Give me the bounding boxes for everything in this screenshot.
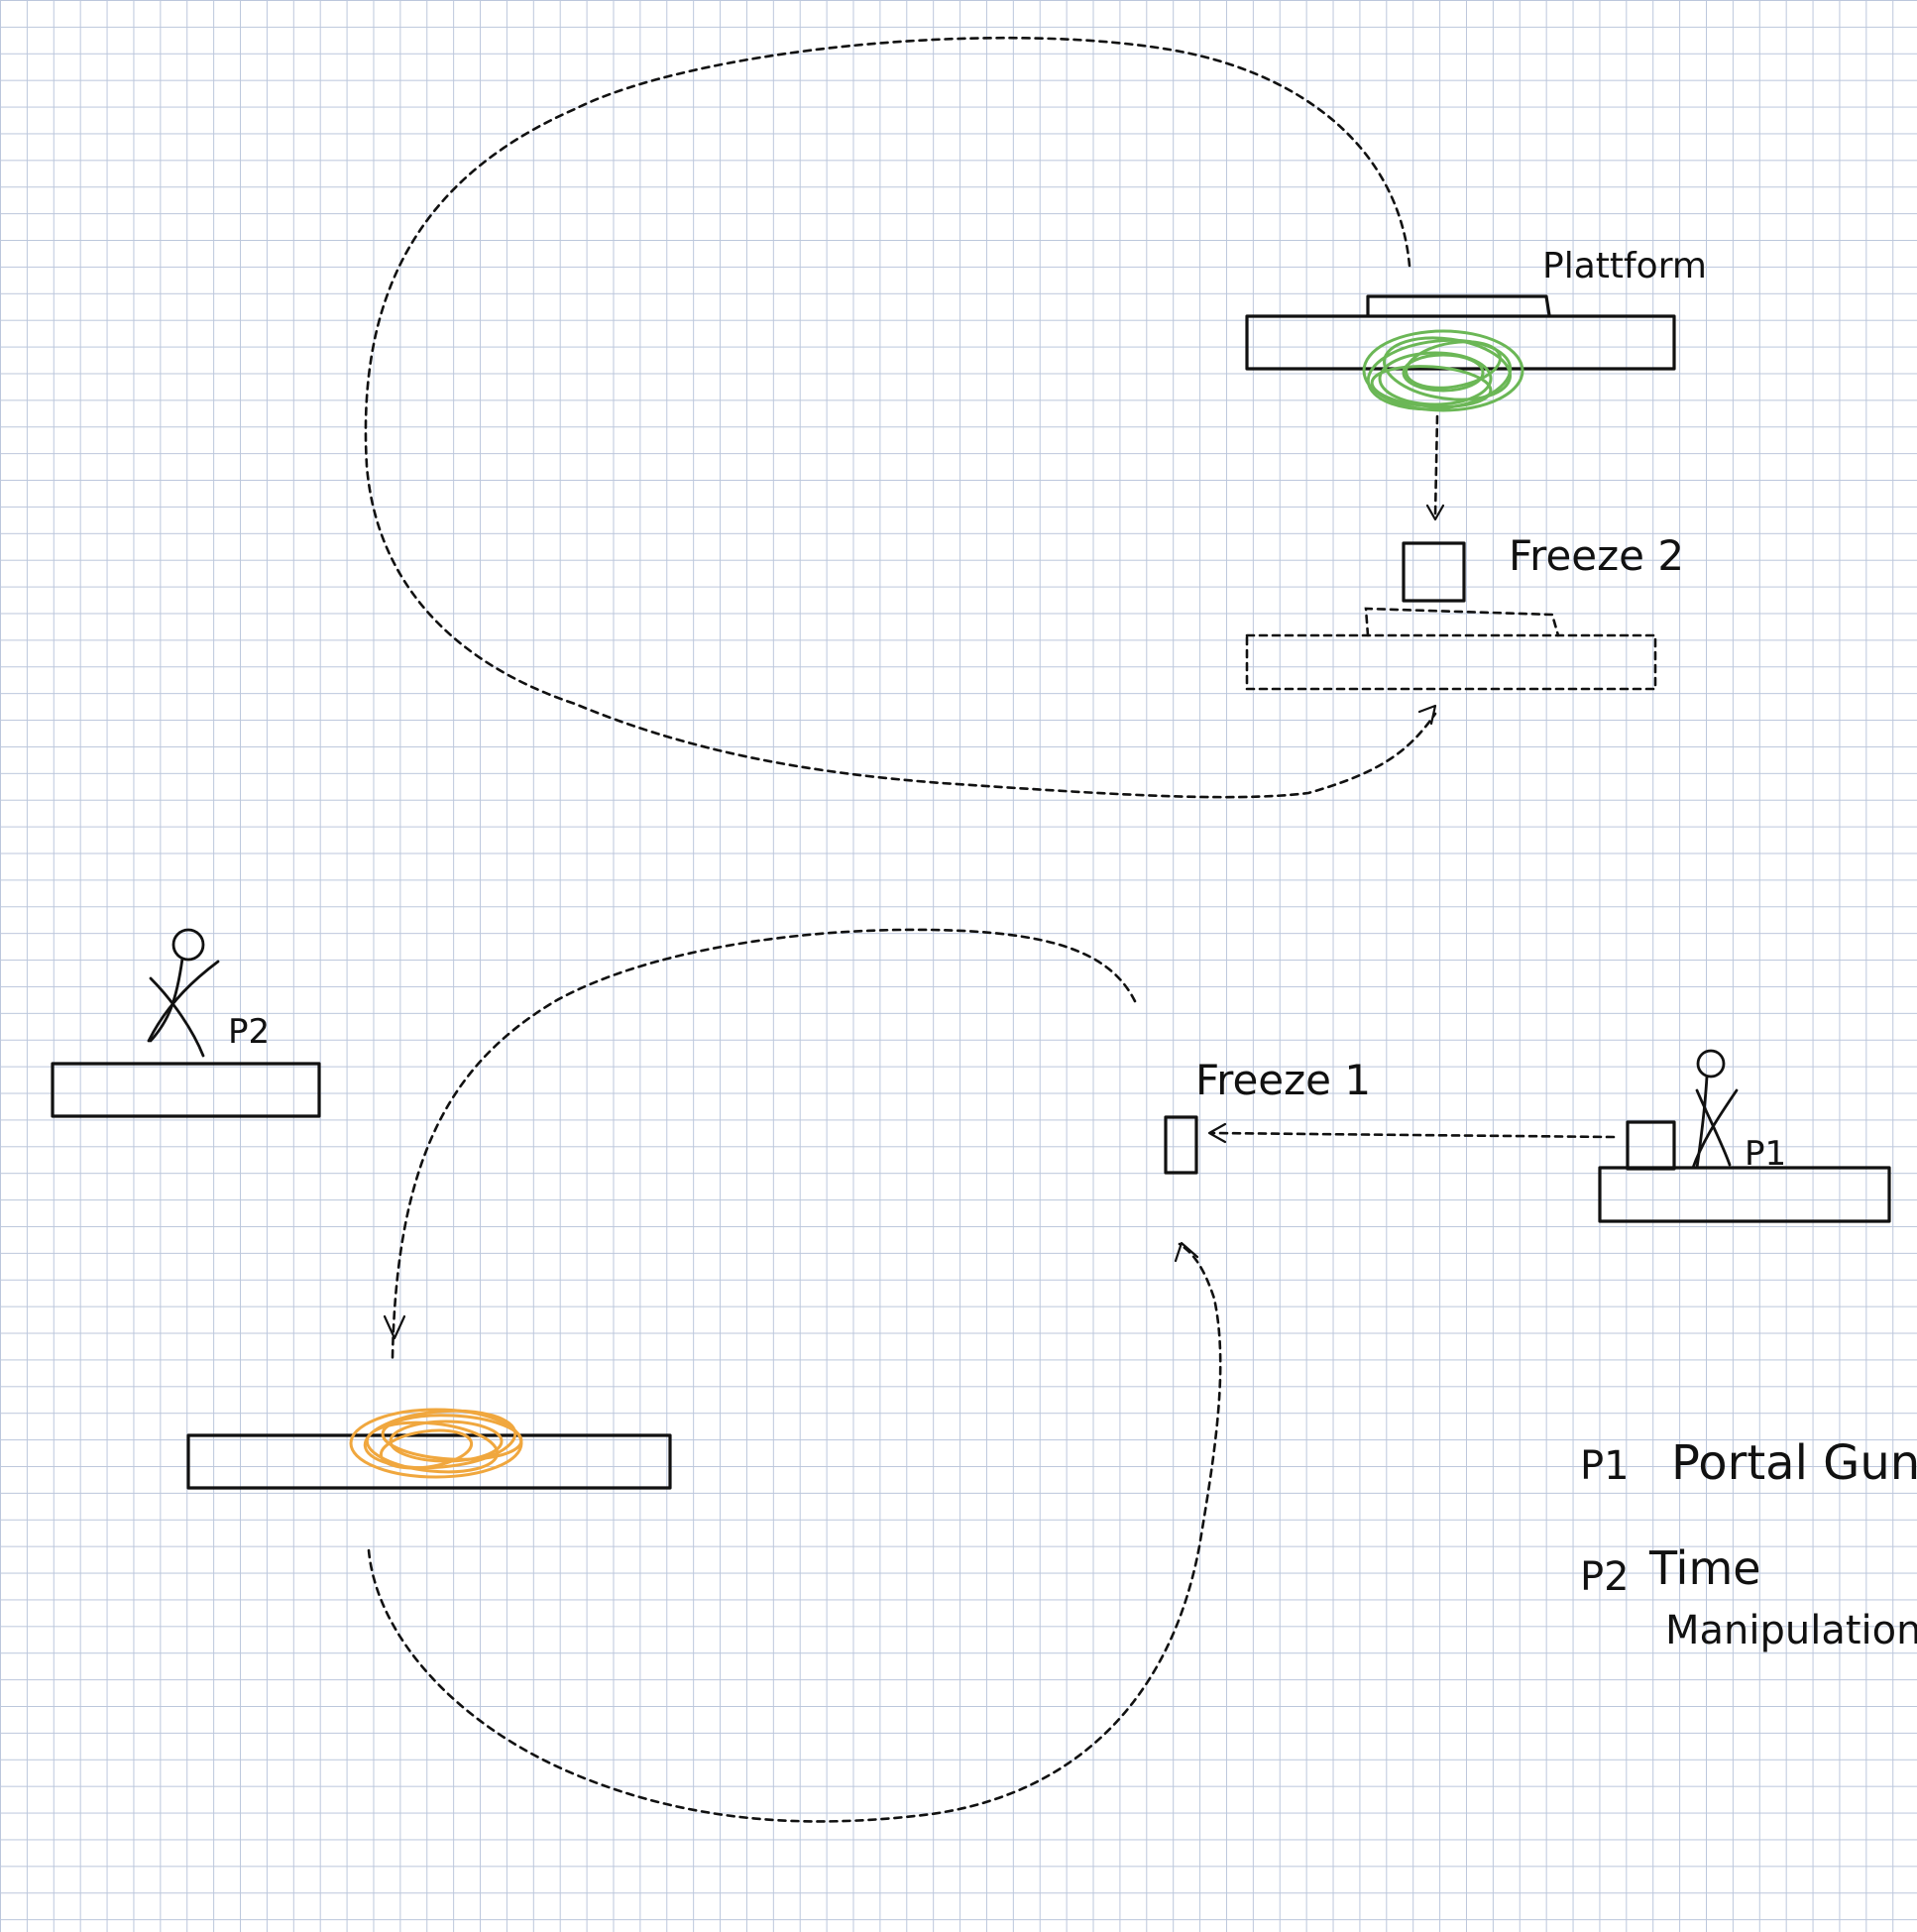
upper-pressure-plate (1366, 294, 1551, 317)
push-path (1209, 1131, 1616, 1139)
platform-label: Plattform (1542, 246, 1707, 286)
upper-platform (1245, 314, 1676, 371)
p2-platform (51, 1062, 321, 1118)
p2-label: P2 (228, 1012, 270, 1052)
portal-loop-bottom (367, 1242, 1222, 1823)
orange-portal-platform (186, 1433, 672, 1490)
portal-arc-middle (391, 928, 1137, 1360)
ghost-platform (1245, 633, 1657, 691)
p1-label: P1 (1745, 1134, 1786, 1174)
loop-bottom-arrowhead (1174, 1241, 1199, 1263)
green-portal (1362, 329, 1524, 412)
freeze-2-box (1402, 541, 1466, 603)
legend-p2-value-line2: Manipulation (1665, 1608, 1917, 1653)
portal-loop-top (364, 36, 1437, 799)
loop-top-arrowhead (1417, 704, 1437, 726)
drop-path (1433, 414, 1439, 517)
p1-platform (1598, 1166, 1891, 1223)
drop-arrowhead (1425, 504, 1445, 521)
legend-p2-key: P2 (1580, 1554, 1630, 1600)
legend-p1-key: P1 (1580, 1443, 1630, 1489)
orange-portal (349, 1408, 523, 1479)
p2-stick-figure (147, 928, 220, 1058)
legend: P1 Portal Gun P2 Time Manipulation (1580, 1435, 1917, 1653)
freeze-1-label: Freeze 1 (1195, 1056, 1371, 1104)
arc-middle-arrowhead (383, 1314, 406, 1340)
freeze-2-label: Freeze 2 (1509, 531, 1684, 580)
ghost-pressure-plate (1364, 607, 1560, 637)
p1-cube (1626, 1120, 1676, 1171)
push-arrowhead (1207, 1122, 1227, 1144)
legend-p1-value: Portal Gun (1671, 1435, 1917, 1491)
freeze-1-box (1164, 1115, 1198, 1175)
p1-stick-figure (1691, 1049, 1739, 1170)
legend-p2-value-line1: Time (1648, 1541, 1761, 1595)
